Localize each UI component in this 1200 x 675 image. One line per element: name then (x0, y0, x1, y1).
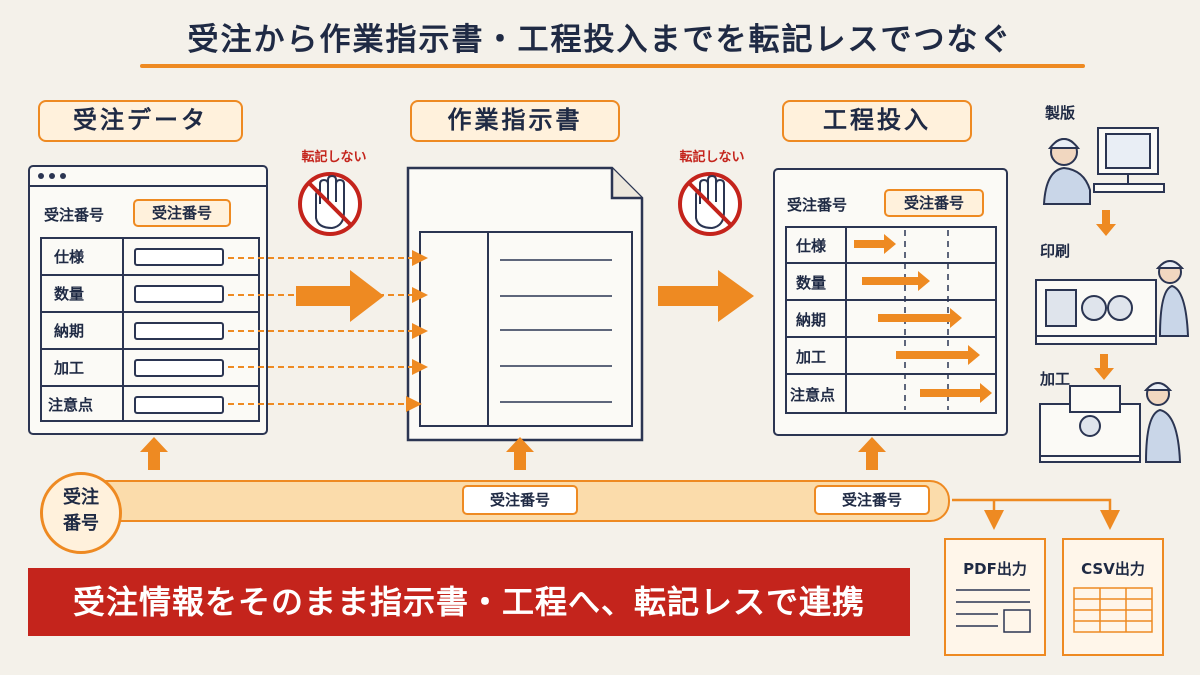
field-label-processing: 加工 (54, 359, 85, 377)
field-label-quantity: 数量 (54, 285, 85, 303)
csv-output-doc (1062, 538, 1164, 656)
field-label-notes: 注意点 (48, 396, 94, 414)
processing-machine-illustration (1039, 382, 1182, 463)
wo-field-due-date: 納期 (434, 322, 465, 340)
title-underline (140, 64, 1085, 68)
pdf-output-doc (944, 538, 1046, 656)
wo-field-processing: 加工 (434, 357, 465, 375)
step-arrow-icon (1094, 354, 1114, 380)
step-arrow-icon (1096, 210, 1116, 236)
field-label-spec: 仕様 (54, 248, 85, 266)
process-table (785, 226, 997, 414)
window-dot-icon (60, 173, 66, 179)
pipeline-up-arrows (140, 437, 886, 470)
flow-arrow-1 (296, 270, 384, 322)
section-label-work-order: 作業指示書 (410, 100, 620, 142)
process-table-divider (845, 226, 847, 414)
field-input-processing (134, 359, 224, 377)
field-label-due-date: 納期 (54, 322, 85, 340)
pipeline-tag-process: 受注番号 (814, 485, 930, 515)
no-transcription-label-2: 転記しない (679, 150, 745, 165)
table-line (785, 299, 997, 301)
field-input-quantity (134, 285, 224, 303)
order-number-field: 受注番号 (133, 199, 231, 227)
no-transcription-label-1: 転記しない (301, 150, 367, 165)
order-fields-table (40, 237, 260, 422)
pi-order-number-label: 受注番号 (787, 196, 848, 214)
pi-field-notes: 注意点 (790, 386, 836, 404)
no-hand-icon (298, 172, 362, 236)
table-line (40, 348, 260, 350)
step-label-printing: 印刷 (1040, 242, 1071, 260)
table-line (785, 336, 997, 338)
output-connectors (952, 498, 1120, 530)
pi-field-spec: 仕様 (796, 237, 827, 255)
table-line (40, 274, 260, 276)
wo-field-notes: 注意点 (428, 394, 474, 412)
window-dot-icon (49, 173, 55, 179)
flow-arrow-2 (658, 270, 754, 322)
field-input-due-date (134, 322, 224, 340)
table-line (785, 262, 997, 264)
order-number-source-circle: 受注番号 (40, 472, 122, 554)
field-input-notes (134, 396, 224, 414)
section-label-process-input: 工程投入 (782, 100, 972, 142)
wo-order-number-label: 受注番号 (422, 196, 483, 214)
table-divider (122, 237, 124, 422)
pi-field-quantity: 数量 (796, 274, 827, 292)
pi-field-processing: 加工 (796, 348, 827, 366)
table-line (785, 373, 997, 375)
order-number-label: 受注番号 (44, 206, 105, 224)
pipeline-tag-work-order: 受注番号 (462, 485, 578, 515)
no-hand-icon (678, 172, 742, 236)
pi-order-number-field: 受注番号 (884, 189, 984, 217)
wo-order-number-field: 受注番号 (508, 189, 604, 217)
table-line (40, 311, 260, 313)
printing-press-illustration (1035, 260, 1190, 345)
worker-computer-illustration (1042, 127, 1165, 205)
pi-field-due-date: 納期 (796, 311, 827, 329)
step-label-processing: 加工 (1040, 370, 1071, 388)
table-line (40, 385, 260, 387)
summary-banner: 受注情報をそのまま指示書・工程へ、転記レスで連携 (28, 568, 910, 636)
field-input-spec (134, 248, 224, 266)
pdf-output-label: PDF出力 (963, 560, 1027, 578)
wo-field-spec: 仕様 (434, 252, 465, 270)
csv-output-label: CSV出力 (1081, 560, 1145, 578)
page-title: 受注から作業指示書・工程投入までを転記レスでつなぐ (187, 22, 1013, 58)
step-label-platemaking: 製版 (1045, 104, 1076, 122)
section-label-order-data: 受注データ (38, 100, 243, 142)
wo-field-quantity: 数量 (434, 288, 465, 306)
window-titlebar (30, 167, 266, 187)
window-dot-icon (38, 173, 44, 179)
